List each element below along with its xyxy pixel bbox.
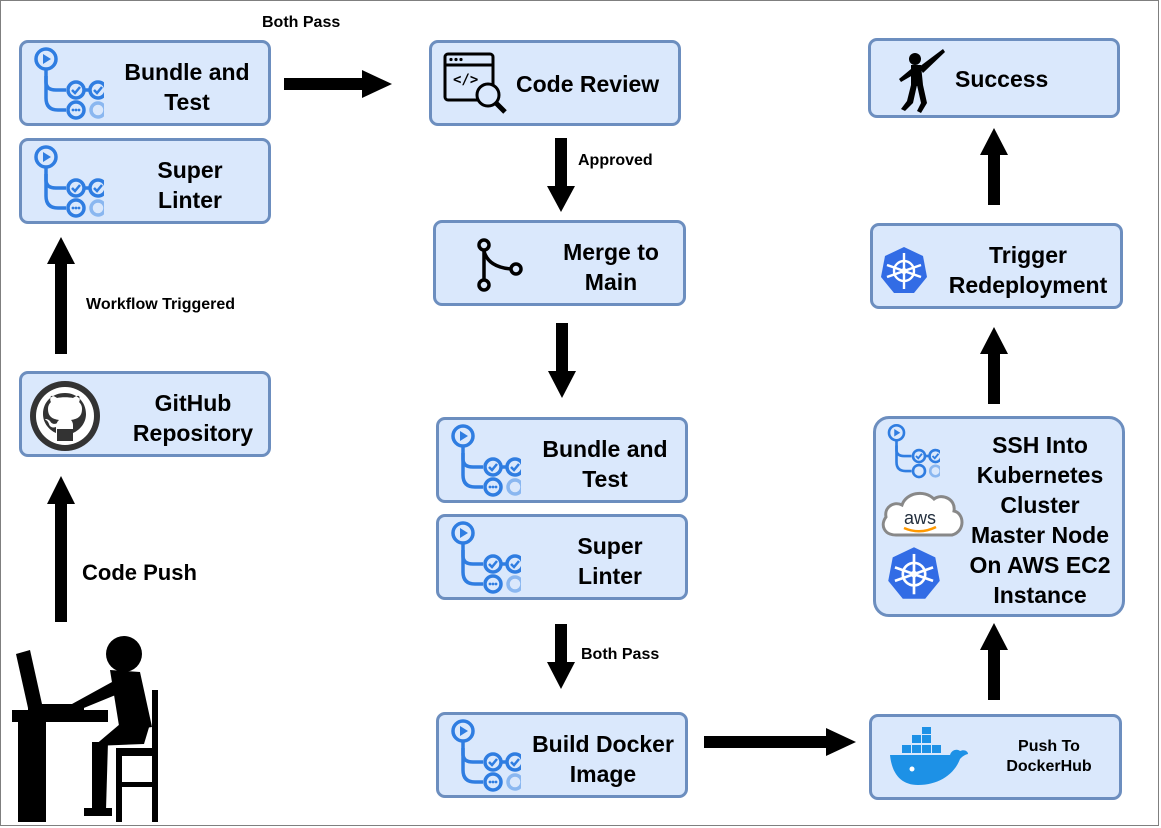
ssh-label-1: SSH Into <box>992 432 1088 458</box>
bundle-test-label-1a: Bundle and <box>124 59 250 85</box>
github-actions-icon <box>34 47 104 120</box>
push-label-a: Push To <box>1018 738 1080 755</box>
arrow-github-to-linter <box>47 237 75 354</box>
arrow-review-to-merge <box>547 138 575 212</box>
success-node[interactable]: Success <box>868 38 1120 118</box>
aws-cloud-icon: aws <box>881 491 964 537</box>
edge-label-approved: Approved <box>578 152 653 169</box>
developer-at-desk-icon <box>12 636 158 822</box>
ssh-label-6: Instance <box>993 582 1087 608</box>
super-linter-label-2b: Linter <box>578 563 642 589</box>
arrow-dev-to-github <box>47 476 75 622</box>
build-docker-image-node[interactable]: Build Docker Image <box>436 712 688 798</box>
push-label-b: DockerHub <box>1006 758 1092 775</box>
success-label: Success <box>955 66 1049 92</box>
merge-label-a: Merge to <box>563 239 659 265</box>
git-merge-icon <box>477 238 523 292</box>
trigger-label-a: Trigger <box>989 242 1067 268</box>
arrow-ssh-to-trigger <box>980 327 1008 404</box>
github-actions-icon <box>34 145 104 218</box>
arrow-linter-to-docker <box>547 624 575 689</box>
arrow-docker-to-hub <box>704 728 856 756</box>
bundle-test-label-2a: Bundle and <box>542 436 668 462</box>
code-review-node[interactable]: </> Code Review <box>429 40 681 126</box>
code-review-label: Code Review <box>516 71 660 97</box>
github-repo-label-b: Repository <box>132 420 254 446</box>
bundle-test-node-2[interactable]: Bundle and Test <box>436 417 688 503</box>
arrow-bundle-to-review <box>284 70 392 98</box>
edge-label-both-pass-top: Both Pass <box>262 14 341 31</box>
ssh-label-4: Master Node <box>970 522 1110 548</box>
ssh-label-3: Cluster <box>1000 492 1080 518</box>
github-actions-icon <box>451 424 521 497</box>
super-linter-label-1b: Linter <box>158 187 222 213</box>
push-to-dockerhub-node[interactable]: Push To DockerHub <box>869 714 1122 800</box>
edge-label-code-push: Code Push <box>82 560 197 585</box>
kubernetes-icon <box>888 547 940 599</box>
edge-label-both-pass-mid: Both Pass <box>581 646 660 663</box>
kubernetes-icon <box>881 247 927 293</box>
bundle-test-node-1[interactable]: Bundle and Test <box>19 40 271 126</box>
bundle-test-label-2b: Test <box>582 466 628 492</box>
bundle-test-label-1b: Test <box>164 89 210 115</box>
github-actions-icon <box>451 521 521 594</box>
super-linter-label-1a: Super <box>157 157 223 183</box>
edge-label-workflow-triggered: Workflow Triggered <box>86 296 236 313</box>
arrow-trigger-to-success <box>980 128 1008 205</box>
svg-text:</>: </> <box>453 72 478 88</box>
github-actions-icon <box>887 423 940 479</box>
github-repository-node[interactable]: GitHub Repository <box>19 371 271 457</box>
trigger-redeployment-node[interactable]: Trigger Redeployment <box>870 223 1123 309</box>
ssh-label-2: Kubernetes <box>976 462 1104 488</box>
github-octocat-icon <box>30 381 100 451</box>
arrow-merge-to-bundle <box>548 323 576 398</box>
build-docker-label-a: Build Docker <box>532 731 674 757</box>
arrow-hub-to-ssh <box>980 623 1008 700</box>
super-linter-node-1[interactable]: Super Linter <box>19 138 271 224</box>
docker-whale-icon <box>890 727 968 785</box>
ssh-kubernetes-master-node[interactable]: aws SSH Into Kubernetes Cluster Master N… <box>873 416 1125 617</box>
ssh-label-5: On AWS EC2 <box>969 552 1111 578</box>
trigger-label-b: Redeployment <box>948 272 1108 298</box>
merge-label-b: Main <box>584 269 638 295</box>
super-linter-node-2[interactable]: Super Linter <box>436 514 688 600</box>
dancer-silhouette-icon <box>899 49 945 113</box>
super-linter-label-2a: Super <box>577 533 643 559</box>
aws-logo-text: aws <box>904 508 936 528</box>
github-repo-label-a: GitHub <box>154 390 232 416</box>
github-actions-icon <box>451 719 521 792</box>
code-review-icon: </> <box>443 52 507 114</box>
merge-to-main-node[interactable]: Merge to Main <box>433 220 686 306</box>
build-docker-label-b: Image <box>569 761 637 787</box>
